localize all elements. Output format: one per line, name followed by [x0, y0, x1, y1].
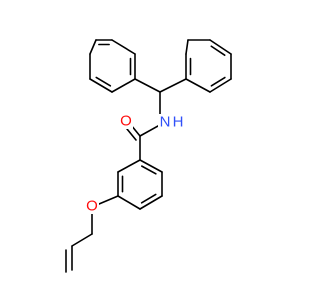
ring-right-bond-4 — [209, 78, 232, 93]
ring-mid-bond-4 — [117, 195, 141, 210]
ring-right-bond-4-inner — [210, 76, 226, 87]
amide-hydrogen-label: H — [173, 114, 184, 131]
ch-to-right-ring — [159, 78, 187, 93]
ch-to-left-ring — [134, 78, 161, 93]
ring-left-bond-2 — [111, 39, 136, 55]
molecule-structure: O N H O — [65, 39, 232, 273]
ring-mid-bond-1-inner — [141, 165, 157, 175]
ring-right-bond-2-inner — [210, 45, 226, 57]
ether-oxygen-label: O — [86, 198, 98, 215]
ring-to-ether-o — [98, 195, 119, 205]
amide-nitrogen-bg — [158, 114, 186, 130]
atom-label-layer: O N H O — [85, 113, 186, 215]
amide-nitrogen-label: N — [160, 114, 171, 131]
ring-mid-bond-1 — [139, 159, 163, 173]
ether-oxygen-bg — [85, 198, 99, 214]
ring-mid-bond-6 — [117, 159, 141, 173]
ring-right-bond-2 — [209, 39, 232, 55]
carbonyl-oxygen-bg — [119, 113, 133, 129]
carbonyl-c-to-o-b — [126, 128, 137, 141]
ring-mid-bond-3 — [139, 195, 163, 210]
molecule-canvas: O N H O — [65, 39, 232, 273]
carbonyl-oxygen-label: O — [120, 113, 132, 130]
ring-left-bond-7 — [89, 39, 97, 55]
ring-left-bond-5-inner — [95, 76, 112, 87]
n-to-carbonyl-c — [139, 125, 159, 137]
ch2-to-ch — [71, 233, 93, 247]
ring-right-bond-5 — [185, 78, 211, 93]
ring-right-bond-7 — [185, 39, 189, 55]
ring-mid-bond-3-inner — [140, 193, 157, 204]
bond-layer — [65, 39, 232, 273]
ring-left-bond-4 — [111, 78, 136, 93]
ring-left-bond-5 — [89, 78, 113, 93]
